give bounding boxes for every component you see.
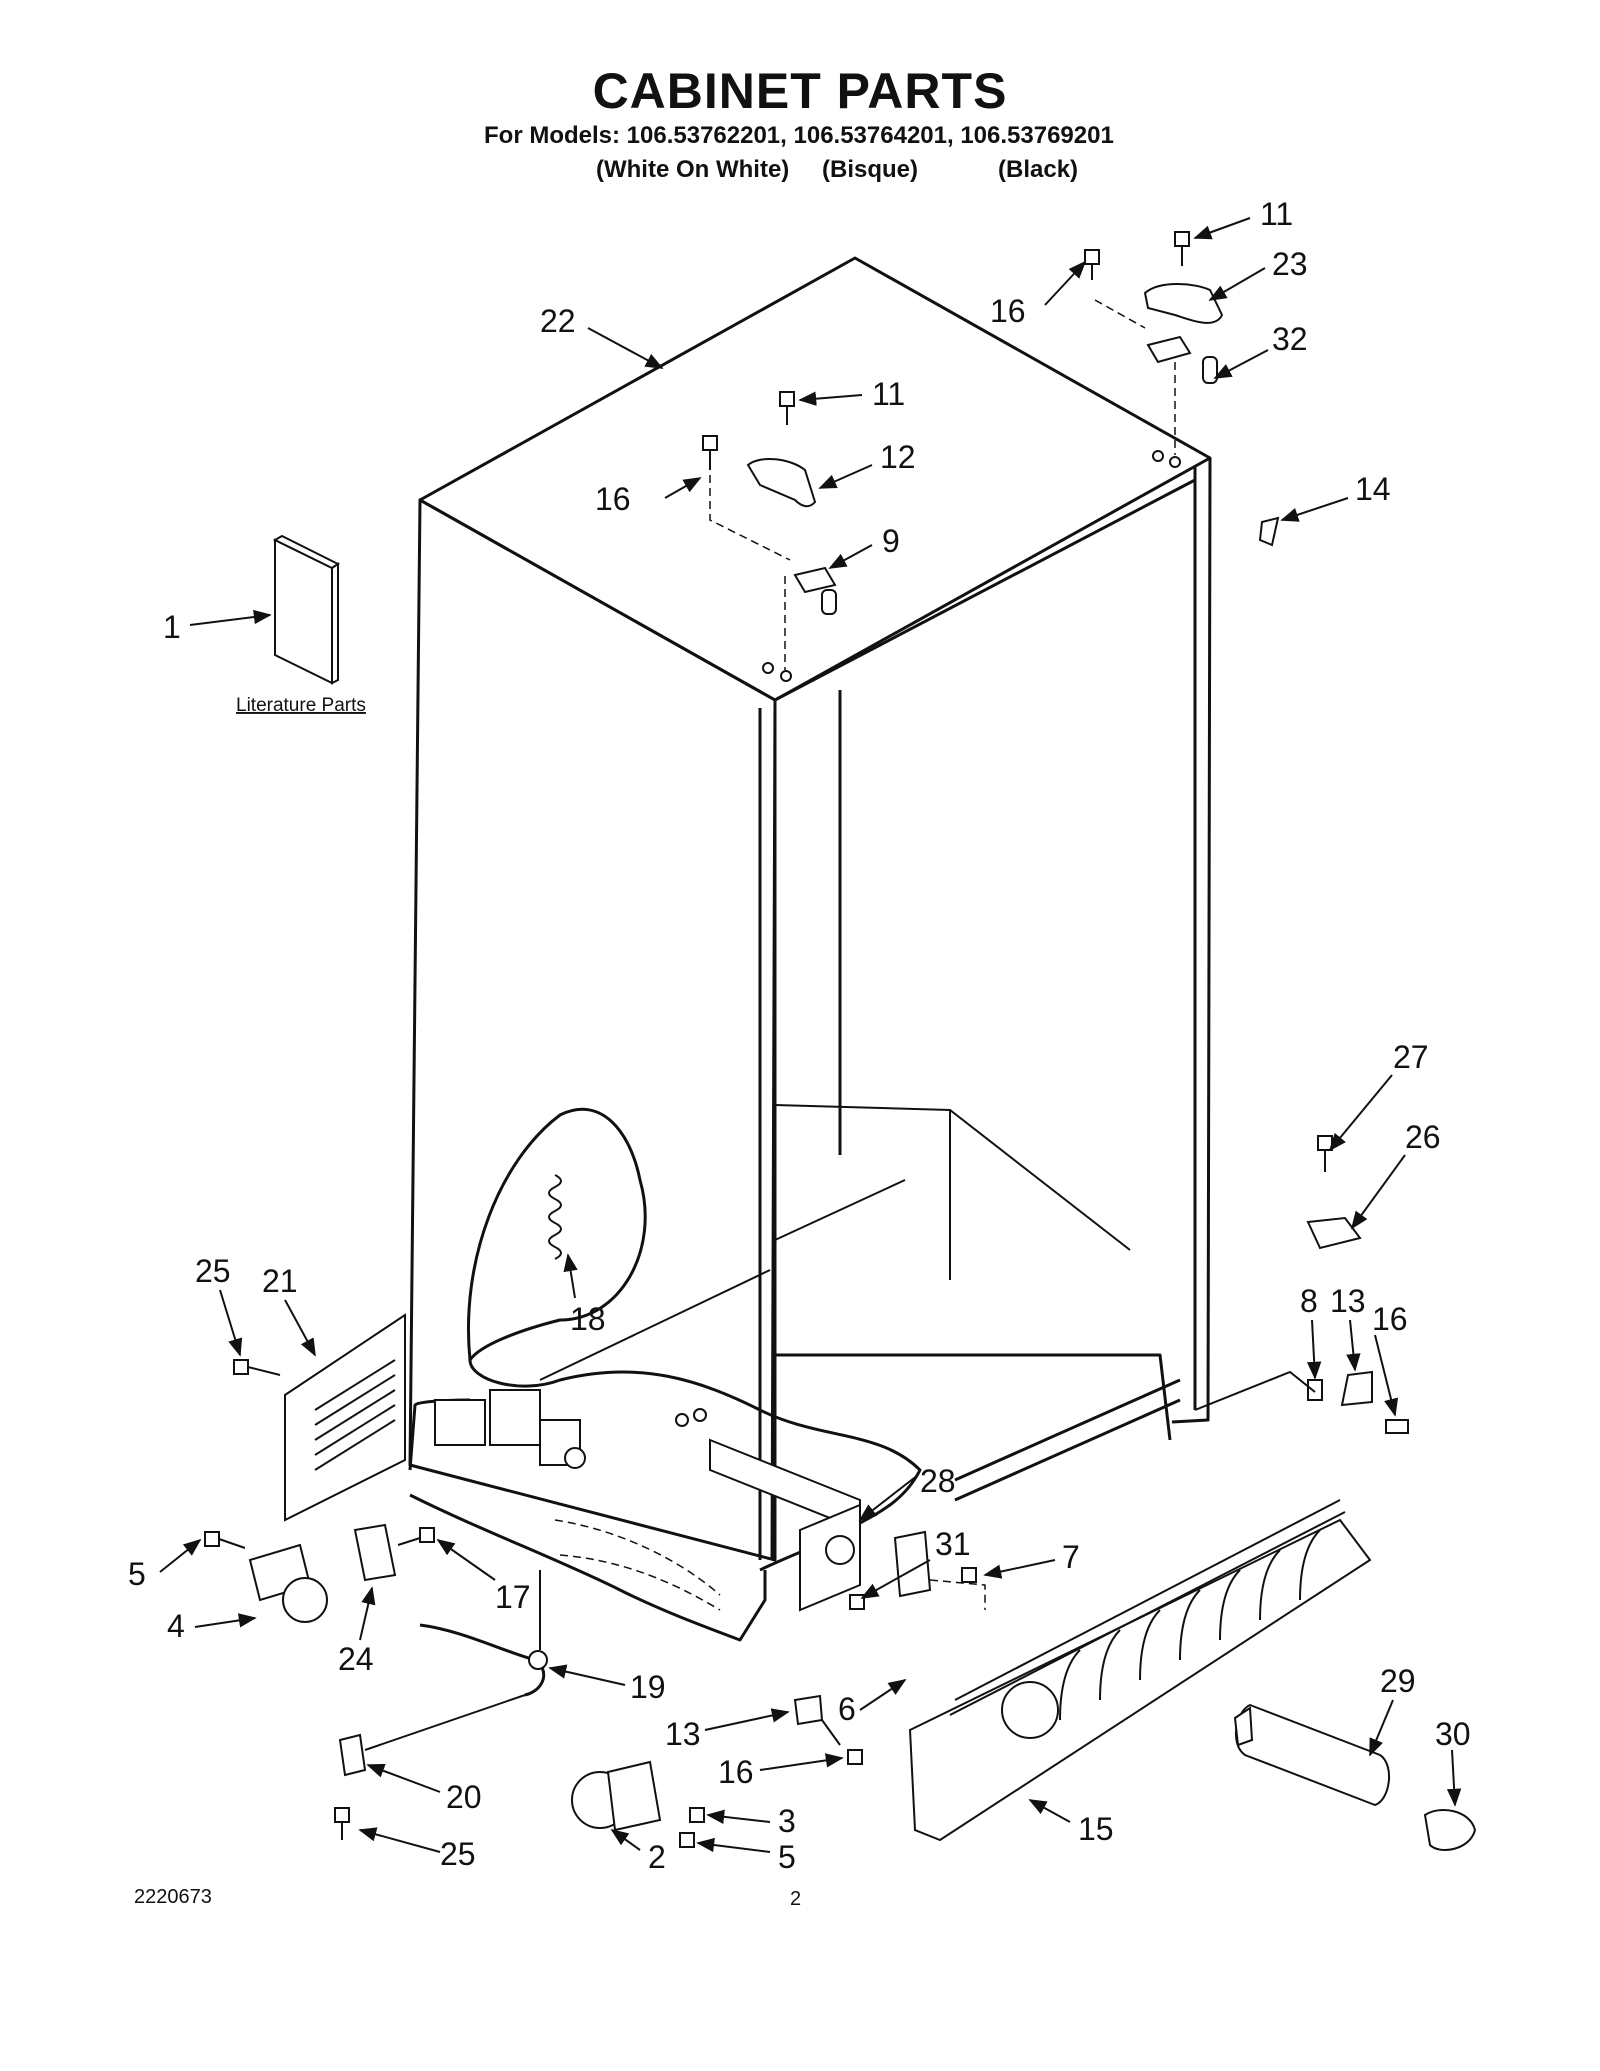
callout-11-top: 11 (872, 376, 905, 412)
base-grille-15 (908, 1499, 1372, 1842)
callout-26: 26 (1405, 1119, 1441, 1155)
color-bisque: (Bisque) (822, 156, 918, 183)
cabinet-body (408, 256, 1212, 1642)
roller-2 (571, 1760, 662, 1832)
callout-20: 20 (446, 1779, 482, 1815)
callout-5-left: 5 (128, 1556, 146, 1592)
callout-9: 9 (882, 523, 900, 559)
callout-3: 3 (778, 1803, 796, 1839)
callout-16-top: 16 (595, 481, 631, 517)
callout-28: 28 (920, 1463, 956, 1499)
callout-18: 18 (570, 1301, 606, 1337)
screw-16d-icon (847, 1749, 863, 1765)
page-number: 2 (790, 1888, 802, 1910)
water-valves (434, 1389, 586, 1469)
color-black: (Black) (998, 156, 1079, 183)
top-hinge-left (762, 566, 837, 682)
screw-11b-icon (1174, 231, 1190, 266)
callout-16-right: 16 (990, 293, 1026, 329)
screw-16a-icon (702, 435, 791, 561)
screw-5a-icon (204, 1531, 246, 1549)
callout-22: 22 (540, 303, 576, 339)
color-white-on-white: (White On White) (596, 156, 790, 183)
callout-21: 21 (262, 1263, 298, 1299)
callout-5-lower: 5 (778, 1839, 796, 1875)
callout-13-lower: 13 (665, 1716, 701, 1752)
tube-housing-28 (675, 1408, 861, 1612)
screw-25a-icon (233, 1359, 281, 1376)
bracket-26 (1306, 1216, 1362, 1250)
callout-31: 31 (935, 1526, 971, 1562)
side-panel-21 (284, 1313, 406, 1522)
callout-11-right: 11 (1260, 196, 1293, 232)
hinge-cover-12 (746, 458, 817, 508)
page-title: CABINET PARTS (592, 63, 1008, 119)
callout-25-left: 25 (195, 1253, 231, 1289)
callout-19: 19 (630, 1669, 666, 1705)
filter-cap-30 (1423, 1809, 1477, 1851)
callout-2: 2 (648, 1839, 666, 1875)
callout-12: 12 (880, 439, 916, 475)
screw-7-icon (961, 1567, 977, 1583)
tube-19 (419, 1570, 548, 1697)
leader-lines (159, 217, 1462, 1853)
screw-17-icon (397, 1527, 435, 1546)
callout-4: 4 (167, 1608, 185, 1644)
callout-6: 6 (838, 1691, 856, 1727)
bracket-24 (353, 1523, 397, 1582)
screw-3-icon (689, 1807, 705, 1823)
callout-15: 15 (1078, 1811, 1114, 1847)
literature-book-icon (272, 534, 340, 685)
callout-24: 24 (338, 1641, 374, 1677)
dashed-lines-lower (554, 1519, 721, 1611)
screw-16b-icon (1084, 249, 1146, 329)
callout-17: 17 (495, 1579, 531, 1615)
bracket-13b (793, 1694, 841, 1746)
screw-11a-icon (779, 391, 795, 425)
clip-14 (1258, 516, 1280, 547)
models-line: For Models: 106.53762201, 106.53764201, … (484, 122, 1114, 149)
roller-4 (248, 1543, 328, 1623)
screw-5b-icon (679, 1832, 695, 1848)
callout-7: 7 (1062, 1539, 1080, 1575)
top-hinge-right (1146, 335, 1218, 468)
callout-16-right-lower: 16 (1372, 1301, 1408, 1337)
screw-27-icon (1317, 1135, 1333, 1172)
callout-29: 29 (1380, 1663, 1416, 1699)
screw-25b-icon (334, 1807, 350, 1840)
coil-18 (548, 1174, 562, 1260)
callout-1: 1 (163, 609, 181, 645)
water-filter-29 (1233, 1703, 1391, 1807)
callout-27: 27 (1393, 1039, 1429, 1075)
hinge-cover-23 (1143, 283, 1224, 324)
callout-14: 14 (1355, 471, 1391, 507)
callout-32: 32 (1272, 321, 1308, 357)
callout-13-right: 13 (1330, 1283, 1366, 1319)
callout-16-lower: 16 (718, 1754, 754, 1790)
callout-25-lower: 25 (440, 1836, 476, 1872)
callout-23: 23 (1272, 246, 1308, 282)
callout-30: 30 (1435, 1716, 1471, 1752)
literature-parts-label: Literature Parts (236, 695, 366, 716)
document-number: 2220673 (134, 1886, 212, 1908)
bracket-8-13-16-right (1194, 1370, 1409, 1434)
callout-8: 8 (1300, 1283, 1318, 1319)
clip-20 (338, 1694, 526, 1777)
